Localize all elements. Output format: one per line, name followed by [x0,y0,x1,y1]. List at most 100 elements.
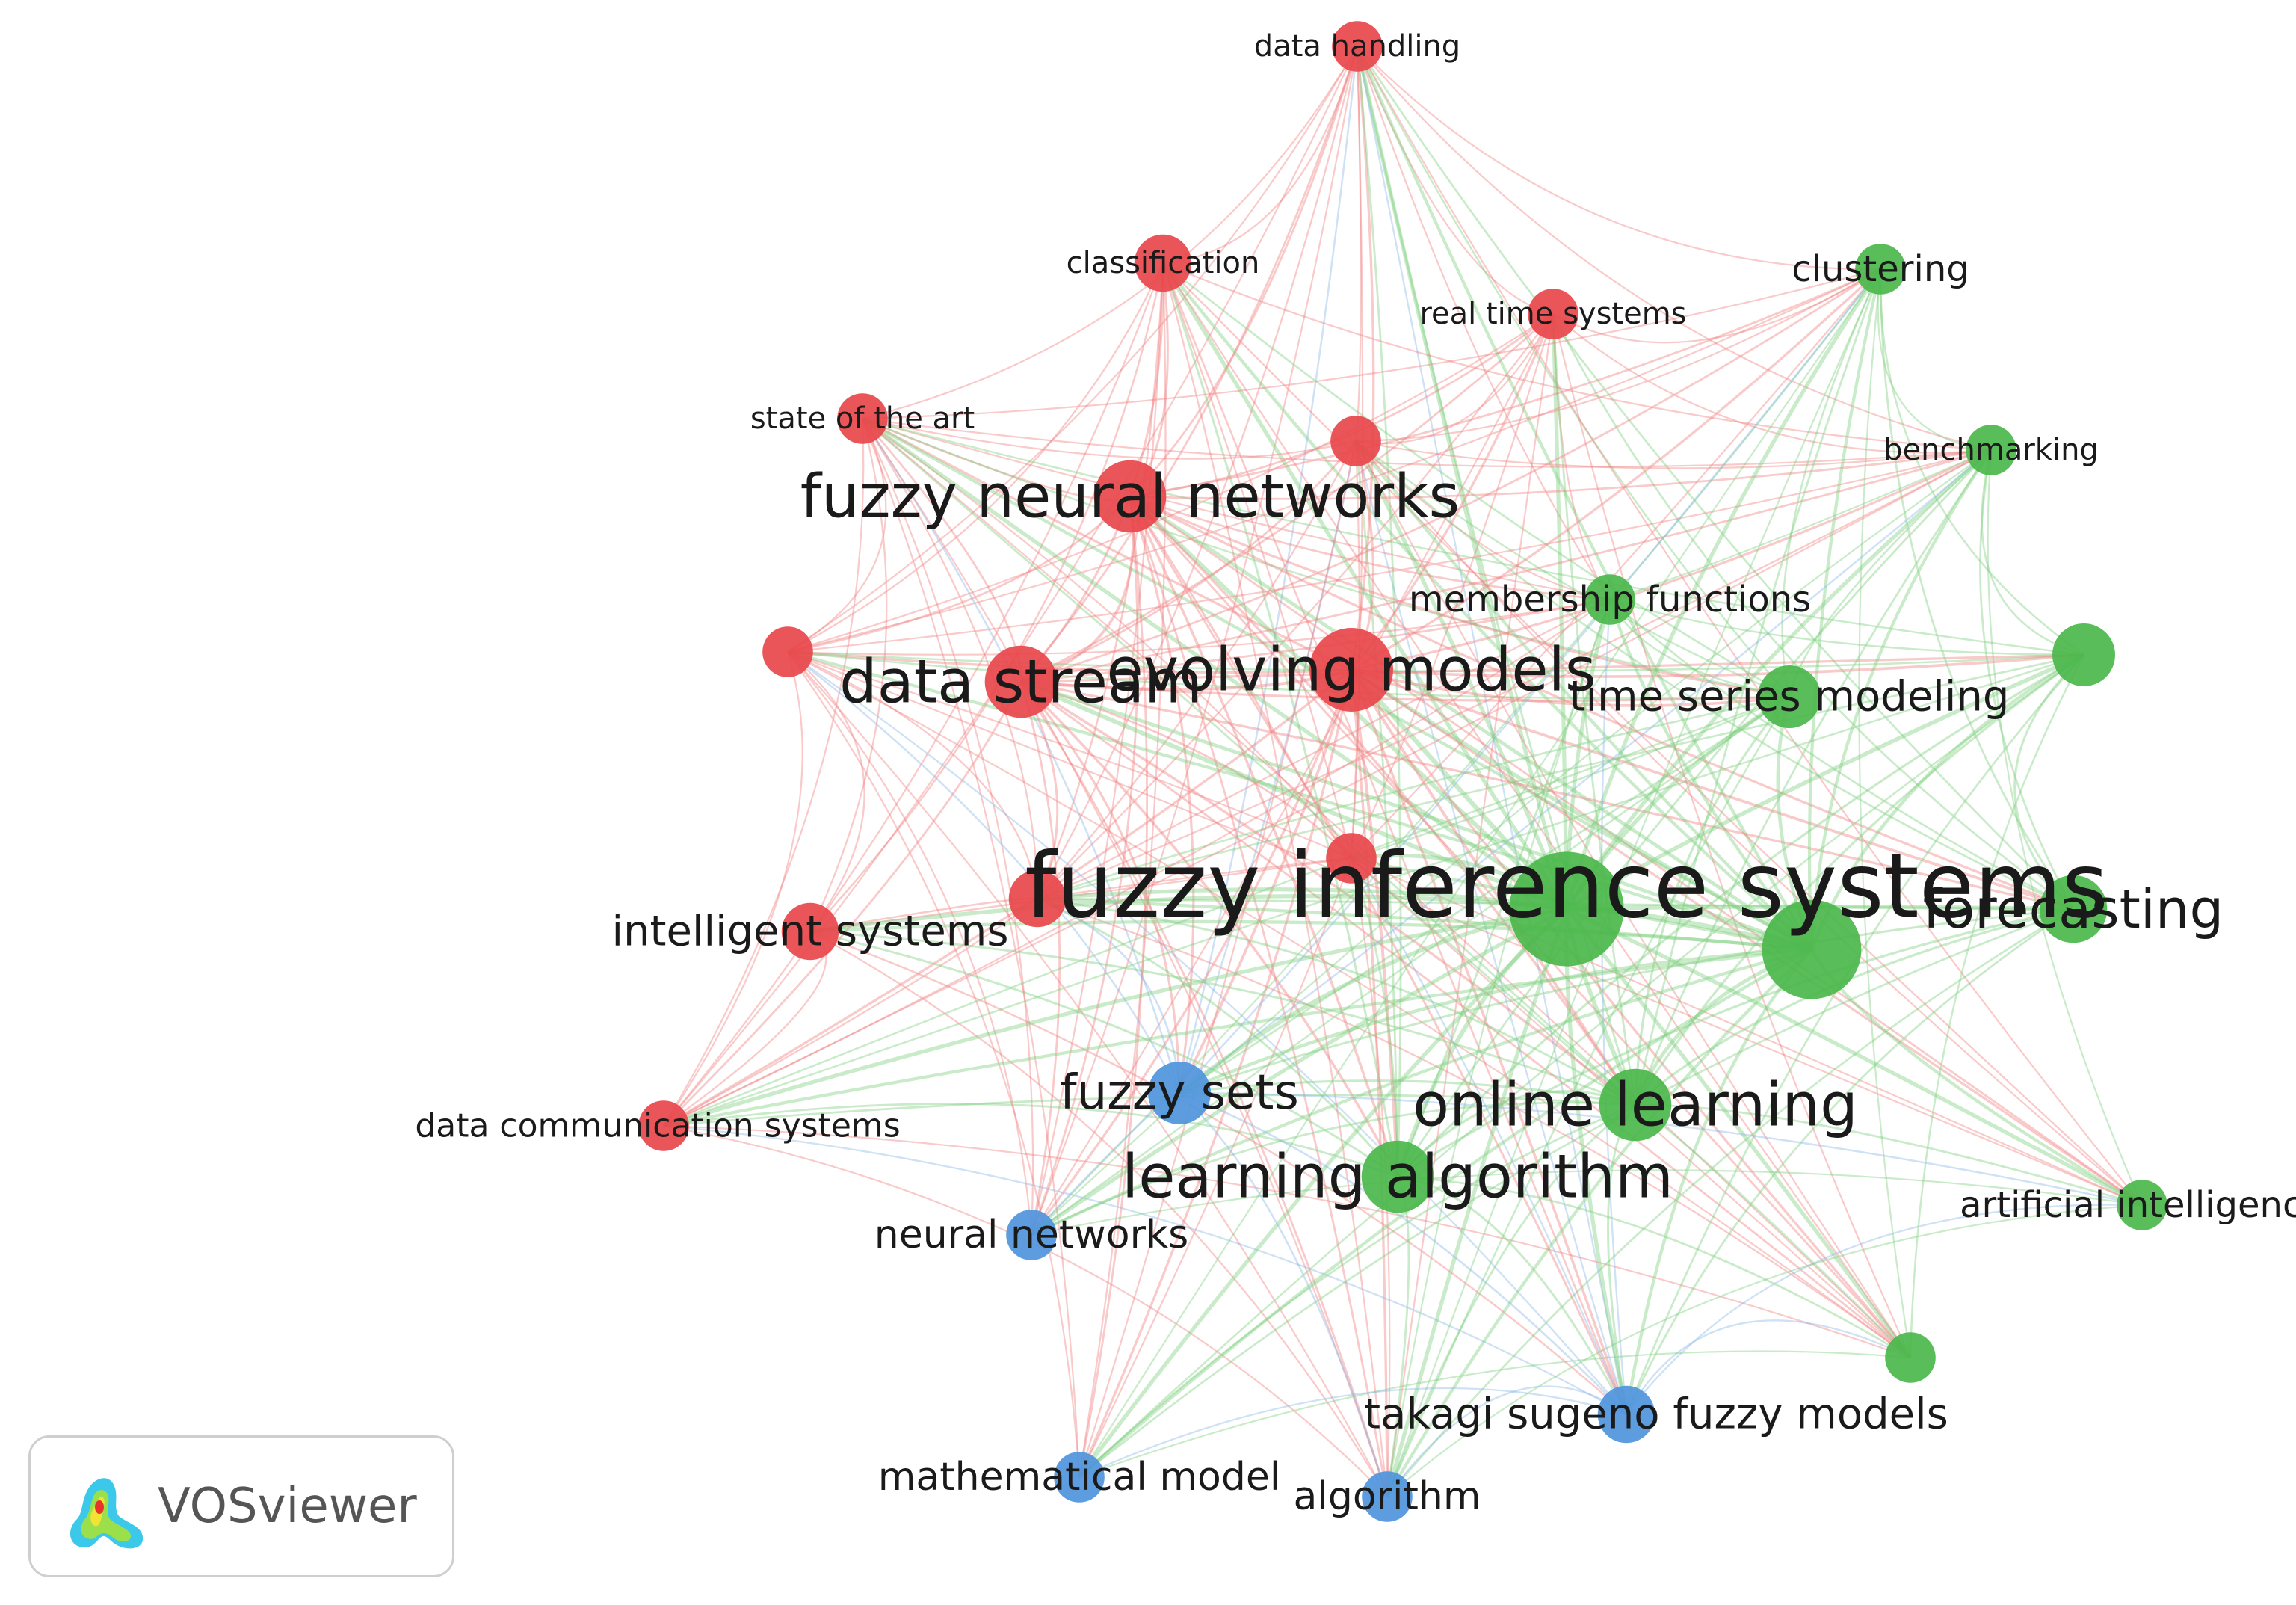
node-intelligent-systems[interactable] [781,902,839,961]
network-edge [663,681,1022,1127]
node-fuzzy-neural-networks[interactable] [1093,460,1167,533]
network-edge [1351,653,2084,678]
network-edge [1354,440,1813,951]
network-edge [1351,668,1790,707]
network-edge [1600,599,1628,1415]
node-data-stream[interactable] [984,645,1058,718]
network-edge [1355,440,1611,601]
network-edge [1609,598,2074,911]
node-fuzzy-sets[interactable] [1148,1062,1211,1124]
network-edge [1078,268,1881,1478]
network-edge [787,651,1181,1094]
network-edge [1354,440,1399,1177]
network-edge [862,268,1881,420]
network-edge [1608,599,1813,951]
node-red-unlabeled-a[interactable] [1330,416,1381,466]
network-edge [1129,46,1359,497]
network-edge [1078,669,1353,1478]
network-edge [1386,1103,1636,1497]
node-state-of-the-art[interactable] [837,393,888,444]
network-edges [663,46,2144,1498]
network-edge [1078,857,1353,1478]
node-real-time-systems[interactable] [1528,289,1578,339]
network-edge [1037,598,1611,900]
network-edge [787,449,1992,653]
network-edge [1355,313,1554,445]
network-edge [809,930,1388,1497]
label-intelligent-systems: intelligent systems [611,908,1008,956]
node-artificial-intelligence[interactable] [2117,1180,2167,1230]
network-edge [1350,46,1364,859]
label-time-series-modeling: time series modeling [1570,673,2010,721]
node-mathematical-model[interactable] [1054,1452,1105,1503]
network-edge [1552,313,1637,1106]
network-edge [1037,897,1911,1358]
node-neural-networks[interactable] [1006,1210,1057,1260]
node-green-unlabeled-b[interactable] [1762,899,1862,999]
network-edge [663,262,1164,1127]
node-green-unlabeled-a[interactable] [2052,623,2115,686]
network-edge [1037,897,1636,1106]
node-forecasting[interactable] [2039,875,2108,943]
network-edge [862,418,1389,1497]
network-edge [1781,268,1882,697]
network-edge [1129,449,1992,500]
network-edge [1386,948,1813,1498]
network-edge [1351,857,2143,1207]
node-clustering[interactable] [1855,244,1906,295]
network-edge [787,650,1352,860]
network-edge [1564,908,1913,1359]
network-edge [861,418,1081,1478]
network-edge [1037,857,1352,900]
network-edge [1625,1319,1911,1415]
network-edge [862,418,1034,1236]
network-edge [1030,907,1568,1237]
node-data-communication-systems[interactable] [638,1100,689,1151]
network-edge [787,418,887,653]
vosviewer-logo-text: VOSviewer [158,1479,417,1534]
network-edge [787,598,1611,656]
network-edge [1031,1169,2143,1236]
network-edge [663,907,1567,1128]
network-edge [1354,46,1362,442]
network-edge [1551,313,1569,910]
node-evolving-models[interactable] [1309,628,1393,712]
node-data-handling[interactable] [1332,21,1383,72]
node-time-series-modeling[interactable] [1758,665,1821,728]
network-edge [787,262,1164,653]
node-fuzzy-inference-systems[interactable] [1509,851,1624,967]
network-edge [663,947,1812,1128]
node-green-unlabeled-c[interactable] [1885,1332,1936,1383]
network-edge [1552,268,1881,344]
network-edge [862,417,1357,460]
network-edge [1030,496,1139,1236]
network-edge [787,651,1911,1358]
node-algorithm[interactable] [1362,1471,1413,1522]
network-edge [1020,680,1911,1359]
network-edge [1634,653,2084,1106]
network-edge [1129,496,1353,859]
node-red-unlabeled-d[interactable] [1008,869,1067,928]
network-edge [1350,669,1399,1177]
network-edge [1019,680,1399,1177]
network-edge [663,898,1038,1127]
network-edge [1355,440,1790,698]
node-online-learning[interactable] [1599,1068,1672,1142]
network-edge [787,650,1039,899]
network-edge [1129,495,2074,911]
network-edge [1634,268,1882,1106]
node-classification[interactable] [1134,234,1192,292]
node-benchmarking[interactable] [1966,425,2016,475]
node-takagi-sugeno-fuzzy-models[interactable] [1597,1385,1655,1444]
network-edge [1077,908,1568,1479]
node-learning-algorithm[interactable] [1361,1140,1434,1213]
network-edge [1385,908,1569,1497]
network-edge [663,653,2084,1127]
node-membership-functions[interactable] [1584,574,1635,625]
node-red-unlabeled-c[interactable] [1326,833,1377,884]
node-red-unlabeled-b[interactable] [762,626,813,677]
network-edge [1397,908,2074,1178]
network-edge [1565,907,2144,1207]
label-data-communication-systems: data communication systems [415,1107,900,1145]
